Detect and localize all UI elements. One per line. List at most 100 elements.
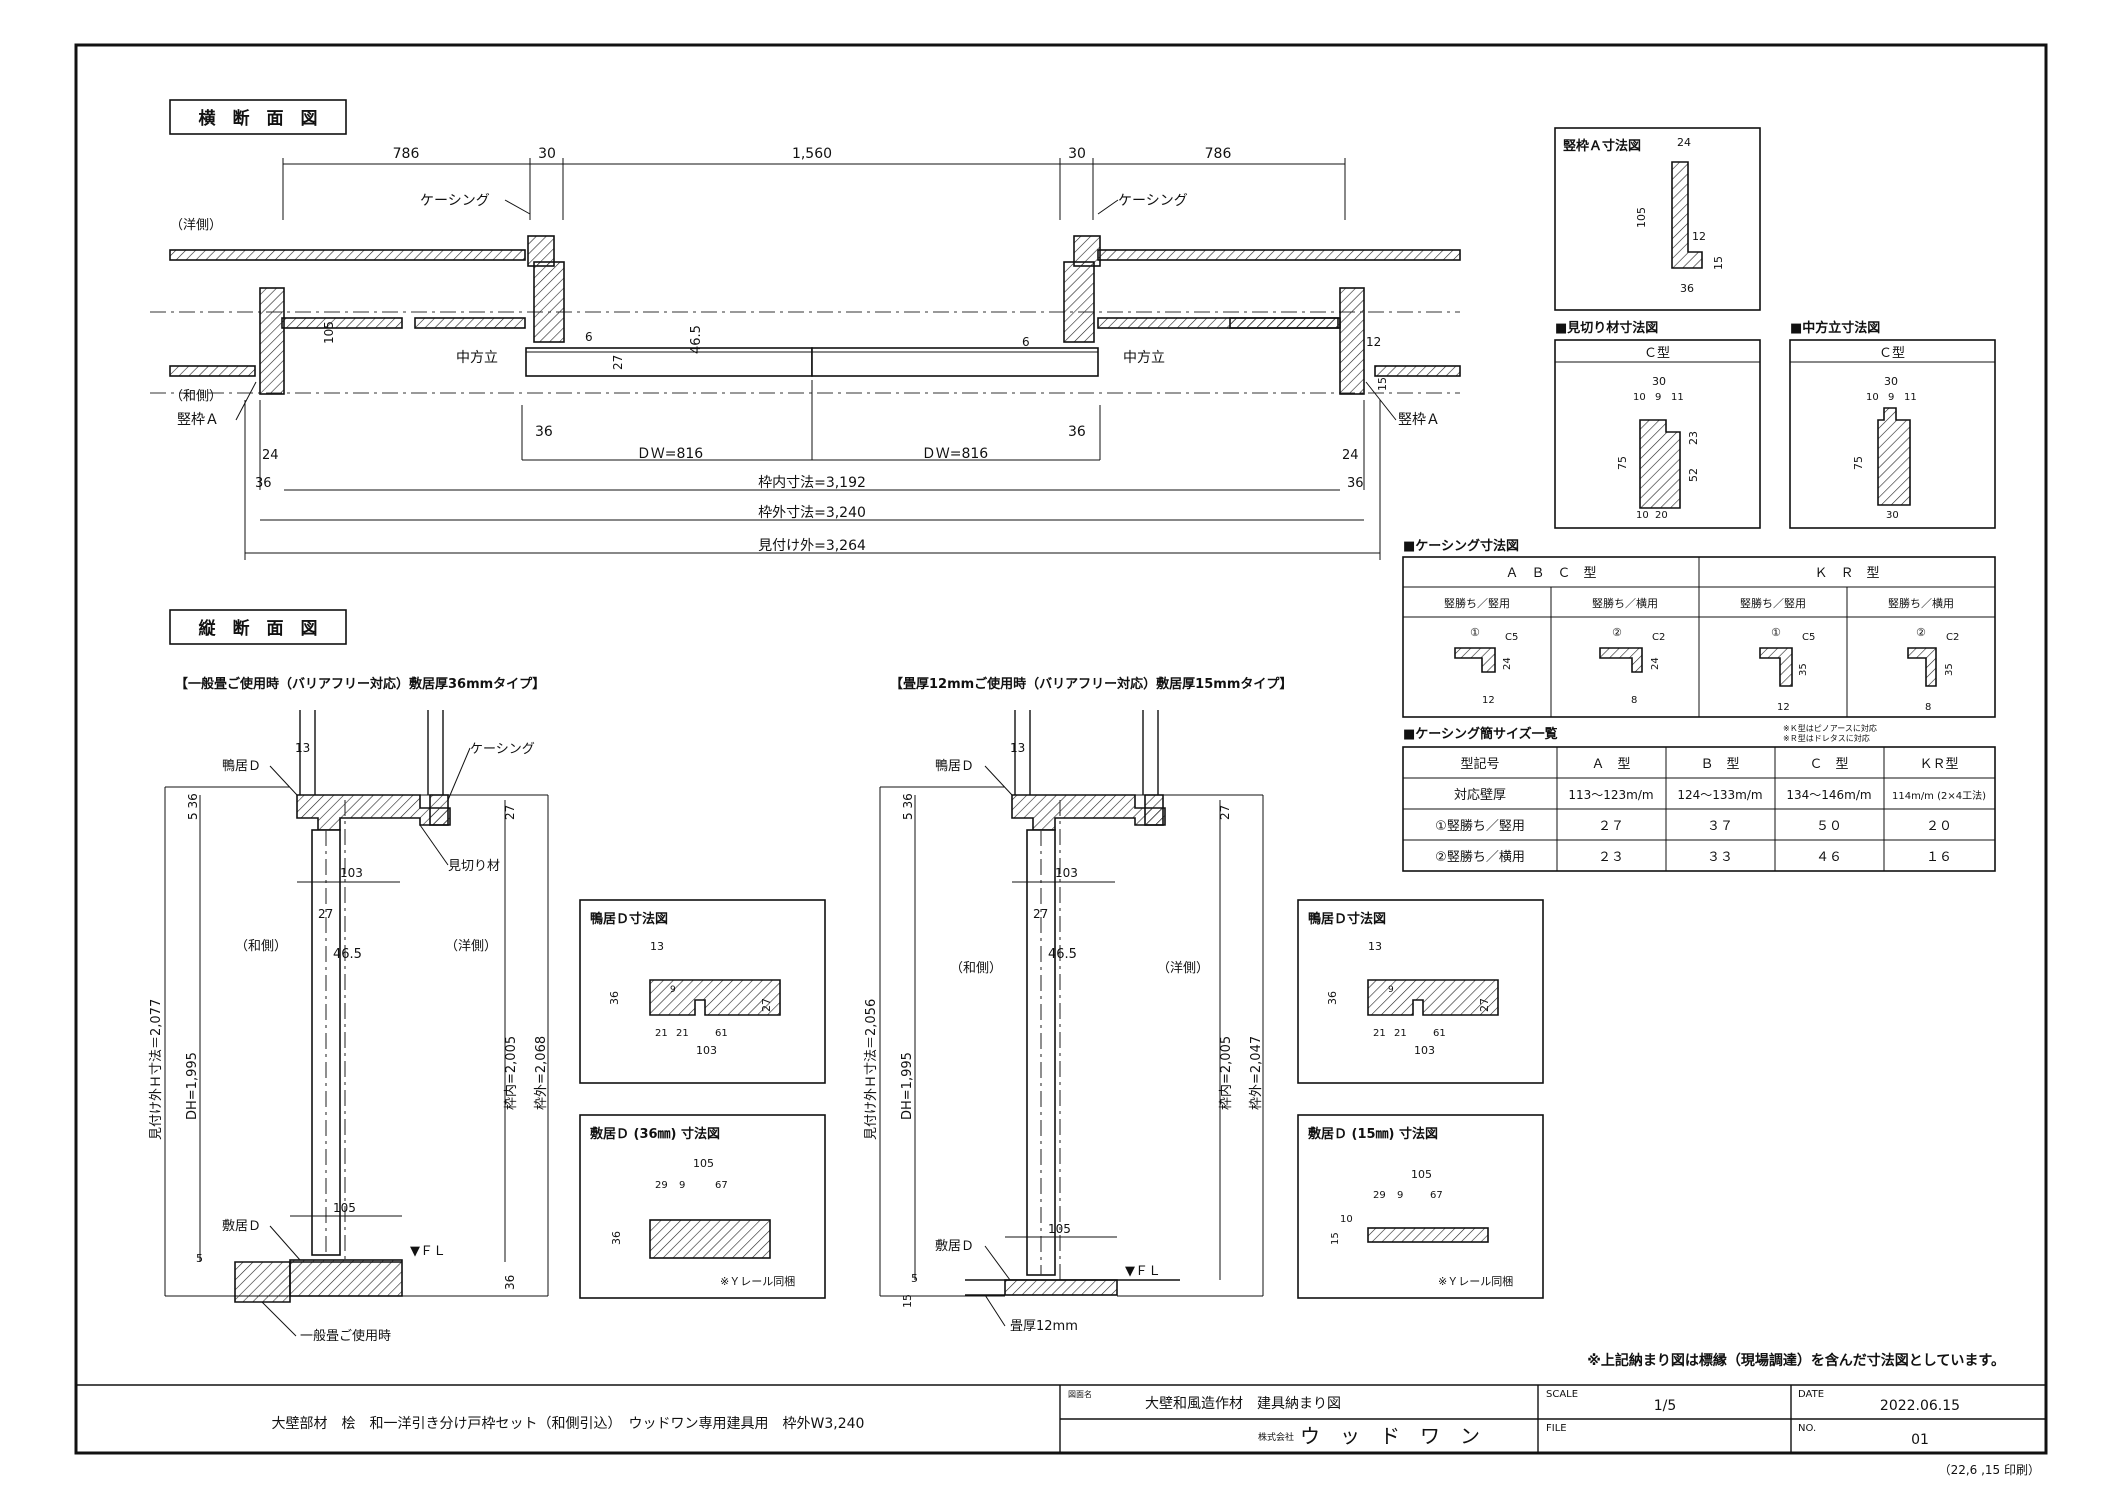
kamoi-box2-d21b: 21 xyxy=(1394,1028,1407,1039)
shikii-box2-d10: 10 xyxy=(1340,1214,1353,1225)
nakahoudate-detail: ■中方立寸法図 Ｃ型 30 10 9 11 75 30 xyxy=(1789,320,1996,529)
size-header-1: Ａ 型 xyxy=(1591,757,1630,772)
casing-mark-4: ② xyxy=(1916,626,1926,639)
casing-sizes-note1: ※Ｋ型はピノアースに対応 xyxy=(1783,723,1877,733)
frame-a-left xyxy=(259,287,285,395)
left-shikii-label: 敷居Ｄ xyxy=(222,1219,261,1234)
casing-right xyxy=(1073,235,1101,267)
plan-casing-left-label: ケーシング xyxy=(420,193,490,209)
plan-center-post-left-label: 中方立 xyxy=(456,350,498,366)
size-r2-c3: ４６ xyxy=(1816,850,1842,865)
plan-d6b: 6 xyxy=(1022,335,1030,349)
left-d5-36: 5 36 xyxy=(186,793,200,820)
mikiri-d30: 30 xyxy=(1652,375,1666,388)
nakahoudate-d10: 10 xyxy=(1866,392,1879,403)
shikii-box2-title: 敷居Ｄ (15㎜) 寸法図 xyxy=(1308,1126,1438,1142)
kamoi-box2-d61: 61 xyxy=(1433,1028,1446,1039)
center-post-right xyxy=(1063,261,1095,343)
size-r0-c3: 134～146m/m xyxy=(1786,788,1871,802)
right-kamoi xyxy=(1011,794,1166,831)
left-casing-label: ケーシング xyxy=(470,742,535,757)
title-company-prefix: 株式会社 xyxy=(1258,1431,1294,1443)
left-heading: 【一般畳ご使用時（バリアフリー対応）敷居厚36mmタイプ】 xyxy=(175,676,545,692)
plan-dw-right: ＤＷ=816 xyxy=(922,446,989,462)
nakahoudate-d30b: 30 xyxy=(1886,510,1899,521)
mikiri-d9: 9 xyxy=(1655,392,1661,403)
wall-wa-right xyxy=(1374,365,1461,377)
right-d5: 5 xyxy=(911,1272,918,1285)
mikiri-d52: 52 xyxy=(1687,468,1700,482)
right-d27b: 27 xyxy=(1033,907,1048,921)
plan-frame-a-right-label: 竪枠Ａ xyxy=(1398,412,1440,428)
plan-d15: 15 xyxy=(1376,377,1389,391)
left-d13: 13 xyxy=(295,741,310,755)
mikiri-d10b: 10 xyxy=(1636,510,1649,521)
title-drawing-name: 大壁和風造作材 建具納まり図 xyxy=(1145,1396,1341,1412)
casing-mark-3: ① xyxy=(1771,626,1781,639)
size-r2-c1: ２３ xyxy=(1598,850,1624,865)
left-d103: 103 xyxy=(340,866,363,880)
casing-mark-2: ② xyxy=(1612,626,1622,639)
title-no-label: NO. xyxy=(1798,1423,1816,1434)
right-yo-side: （洋側） xyxy=(1157,961,1209,976)
kamoi-box2-d9: 9 xyxy=(1388,985,1394,995)
right-shikii-label: 敷居Ｄ xyxy=(935,1239,974,1254)
plan-d36d: 36 xyxy=(1347,476,1364,491)
printed-date: （22,6 ,15 印刷） xyxy=(1939,1463,2040,1477)
frame-a-d24: 24 xyxy=(1677,136,1691,149)
kamoi-box1-d9: 9 xyxy=(670,985,676,995)
kamoi-box2-d36: 36 xyxy=(1326,991,1339,1005)
casing-dims-table: ■ケーシング寸法図 Ａ Ｂ Ｃ 型 Ｋ Ｒ 型 竪勝ち／竪用 竪勝ち／横用 竪勝… xyxy=(1402,538,1996,718)
casing-group-abc: Ａ Ｂ Ｃ 型 xyxy=(1505,566,1596,581)
door-leaf-left xyxy=(525,347,813,377)
casing-c-2: C2 xyxy=(1652,632,1665,643)
shikii-box1-d36: 36 xyxy=(610,1231,623,1245)
size-r0-c2: 124～133m/m xyxy=(1677,788,1762,802)
left-fl: ▼ＦＬ xyxy=(410,1244,446,1259)
kamoi-box2-d103: 103 xyxy=(1414,1044,1435,1057)
right-kamoi-label: 鴨居Ｄ xyxy=(935,759,974,774)
shikii-box2-d29: 29 xyxy=(1373,1190,1386,1201)
left-d27: 27 xyxy=(503,805,517,820)
left-mikiri-label: 見切り材 xyxy=(448,859,500,874)
casing-mark-1: ① xyxy=(1470,626,1480,639)
size-r1-c2: ３７ xyxy=(1707,819,1733,834)
frame-a-d36: 36 xyxy=(1680,282,1694,295)
plan-yo-side: （洋側） xyxy=(170,218,222,233)
left-shikii xyxy=(289,1259,403,1297)
right-d105: 105 xyxy=(1048,1222,1071,1236)
right-dh: DH=1,995 xyxy=(900,1052,915,1120)
casing-h-4: 35 xyxy=(1944,663,1955,676)
casing-c-3: C5 xyxy=(1802,632,1815,643)
door-leaf-right xyxy=(811,347,1099,377)
size-r0-c4: 114m/m (2×4工法) xyxy=(1892,789,1986,802)
plan-d27: 27 xyxy=(611,355,625,370)
title-product: 大壁部材 桧 和一洋引き分け戸枠セット（和側引込） ウッドワン専用建具用 枠外W… xyxy=(272,1416,865,1432)
title-date: 2022.06.15 xyxy=(1880,1398,1960,1414)
casing-sub-4: 竪勝ち／横用 xyxy=(1888,596,1954,610)
plan-casing-right-label: ケーシング xyxy=(1118,193,1188,209)
title-file-label: FILE xyxy=(1546,1423,1567,1434)
plan-inner-dim: 枠内寸法=3,192 xyxy=(758,475,866,491)
right-d103: 103 xyxy=(1055,866,1078,880)
right-d15: 15 xyxy=(901,1294,914,1308)
center-post-left xyxy=(533,261,565,343)
casing-h-1: 24 xyxy=(1502,657,1513,670)
plan-mitsuke-dim: 見付け外=3,264 xyxy=(758,538,866,554)
size-header-0: 型記号 xyxy=(1460,756,1499,772)
kamoi-box1-d61: 61 xyxy=(715,1028,728,1039)
kamoi-box2-d27: 27 xyxy=(1478,998,1491,1012)
kamoi-detail-left: 鴨居Ｄ寸法図 13 9 36 27 21 21 61 103 xyxy=(579,899,826,1084)
casing-sizes-title: ■ケーシング簡サイズ一覧 xyxy=(1403,726,1558,742)
shikii-box1-d9: 9 xyxy=(679,1180,685,1191)
plan-outer-dim: 枠外寸法=3,240 xyxy=(758,505,866,521)
title-no: 01 xyxy=(1911,1432,1929,1448)
plan-d36b: 36 xyxy=(1068,424,1086,440)
size-r2-c4: １６ xyxy=(1926,850,1952,865)
right-waku-in: 枠内=2,005 xyxy=(1218,1036,1234,1110)
title-block: 大壁部材 桧 和一洋引き分け戸枠セット（和側引込） ウッドワン専用建具用 枠外W… xyxy=(76,1384,2046,1453)
plan-frame-a-left-label: 竪枠Ａ xyxy=(177,412,219,428)
left-waku-out: 枠外=2,068 xyxy=(534,1036,549,1110)
plan-d36a: 36 xyxy=(535,424,553,440)
right-tatami-label: 畳厚12mm xyxy=(1010,1319,1078,1334)
